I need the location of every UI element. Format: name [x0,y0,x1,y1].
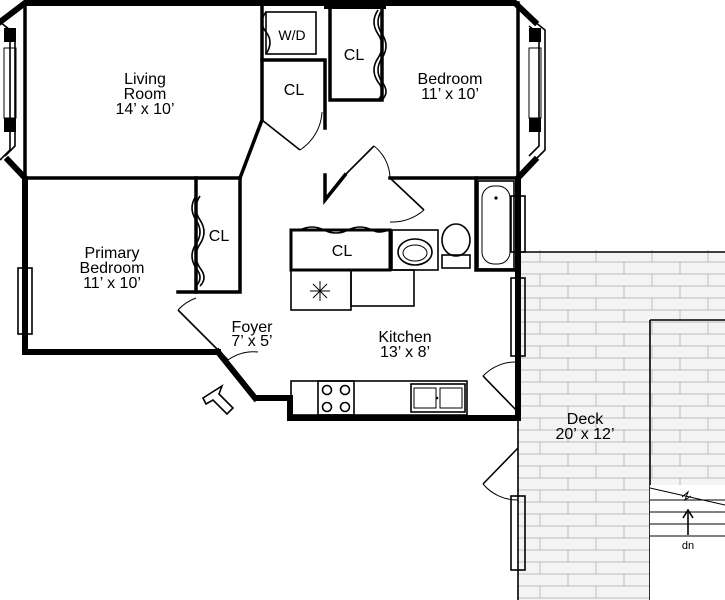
washer-dryer-label: W/D [278,27,305,43]
foyer-name: Foyer [232,319,274,336]
foyer-size: 7’ x 5’ [231,333,272,350]
kitchen-counter-lower [290,380,468,416]
window-kitchen [510,277,526,357]
bedroom-size: 11’ x 10’ [421,86,479,103]
primary-bedroom-size: 11’ x 10’ [83,275,141,292]
primary-bedroom-name-1: Primary [84,245,139,262]
closet-primary-label: CL [209,228,230,245]
window-bath [510,195,526,253]
exterior-walls [0,0,540,421]
closet-hall: CL [284,82,305,99]
primary-bedroom-name-2: Bedroom [80,260,145,277]
stairs-label: dn [682,540,694,552]
kitchen-name: Kitchen [378,329,431,346]
kitchen-counter-upper [350,269,415,307]
deck-name: Deck [567,411,604,428]
entry-arrow-icon [201,384,235,416]
closet-hall-label: CL [284,82,305,99]
toilet [441,223,471,269]
living-room-name-2: Room [124,86,167,103]
stairs: dn [649,485,725,600]
washer-dryer: W/D [261,11,317,55]
kitchen-size: 13’ x 8’ [380,344,430,361]
window-deck [510,495,526,571]
closet-primary: CL [191,195,230,287]
closet-top-label: CL [344,47,365,64]
refrigerator [290,269,352,311]
stove [317,380,355,416]
closet-kitchen: CL [289,226,392,272]
living-room-name-1: Living [124,71,166,88]
bay-window-right [528,21,546,161]
kitchen-sink [410,383,466,413]
bay-window-left [0,21,17,161]
bedroom-name: Bedroom [418,71,483,88]
closet-top: CL [344,9,387,101]
bath-sink [391,229,439,271]
window-primary-bedroom [17,267,33,335]
living-room-size: 14’ x 10’ [116,101,175,118]
closet-kitchen-label: CL [332,243,353,260]
deck-size: 20’ x 12’ [556,426,615,443]
interior-walls [23,0,520,294]
doors [177,111,519,501]
bathtub [477,180,515,270]
